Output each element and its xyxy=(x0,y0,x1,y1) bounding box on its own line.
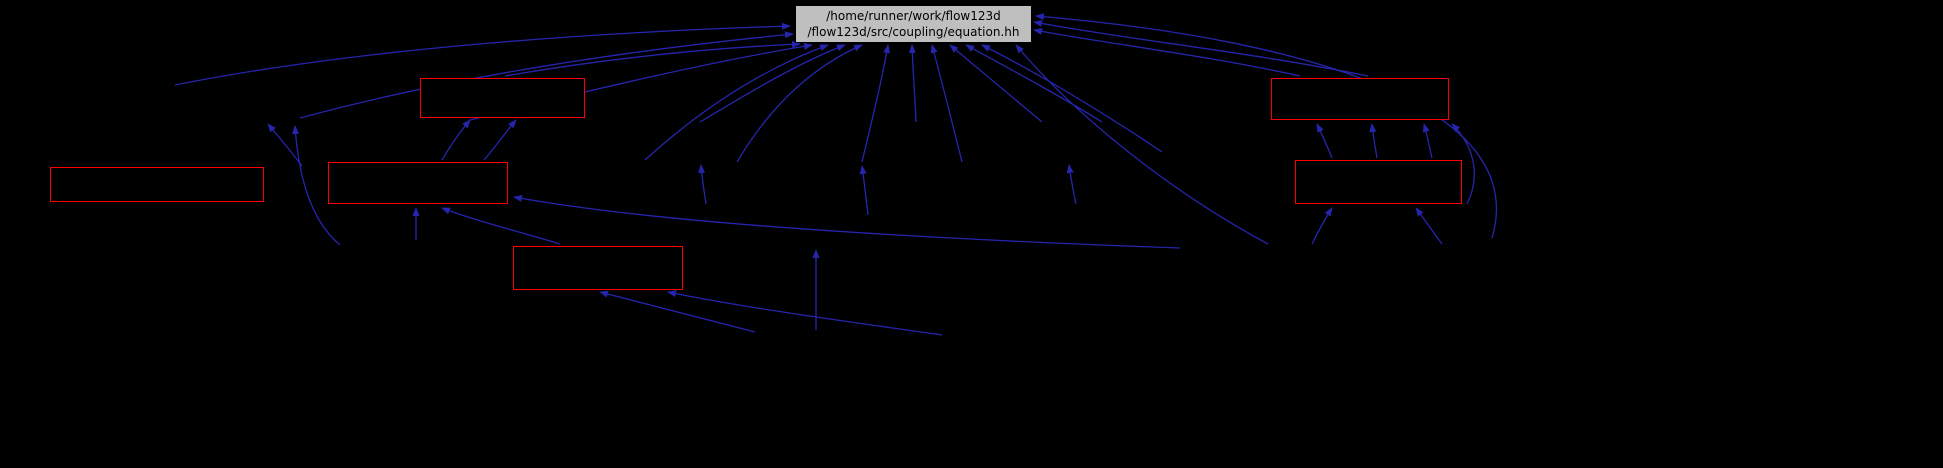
graph-node-1[interactable] xyxy=(420,78,585,118)
graph-edge xyxy=(667,290,943,336)
graph-edge xyxy=(599,290,756,333)
graph-edge xyxy=(930,44,963,163)
graph-edge xyxy=(1422,123,1433,159)
graph-root-node: /home/runner/work/flow123d /flow123d/src… xyxy=(795,5,1032,43)
graph-edge xyxy=(1415,207,1443,245)
graph-node-4[interactable] xyxy=(513,246,683,290)
graph-edge xyxy=(736,44,863,163)
graph-edge xyxy=(644,44,829,161)
graph-edge xyxy=(699,44,846,123)
graph-edge xyxy=(441,207,561,245)
graph-edge xyxy=(174,22,791,86)
graph-edge xyxy=(698,164,707,205)
graph-node-6[interactable] xyxy=(1295,160,1462,204)
graph-edge xyxy=(1316,123,1333,159)
graph-edge xyxy=(1033,20,1369,77)
graph-edge xyxy=(1311,207,1333,245)
graph-edge xyxy=(441,119,471,161)
graph-edge xyxy=(965,44,1103,123)
graph-edge xyxy=(981,44,1163,153)
graph-edge xyxy=(908,44,917,123)
graph-edge xyxy=(483,119,517,161)
graph-node-3[interactable] xyxy=(328,162,508,204)
graph-edge xyxy=(1369,123,1378,159)
graph-root-path-line2: /flow123d/src/coupling/equation.hh xyxy=(807,25,1020,39)
graph-edge xyxy=(1066,164,1077,205)
graph-edge xyxy=(299,31,794,119)
graph-node-5[interactable] xyxy=(1271,78,1449,120)
graph-edge xyxy=(504,40,801,77)
graph-edge xyxy=(513,195,1181,249)
graph-edge xyxy=(861,44,891,163)
graph-edge xyxy=(1033,28,1301,77)
graph-edge xyxy=(949,44,1043,123)
graph-edge xyxy=(1035,13,1498,239)
graph-edge xyxy=(1015,44,1269,245)
graph-node-2[interactable] xyxy=(50,167,264,202)
graph-edge xyxy=(292,125,341,246)
graph-edge xyxy=(1451,123,1475,205)
graph-edge xyxy=(859,165,869,216)
graph-root-path-line1: /home/runner/work/flow123d xyxy=(826,9,1001,23)
